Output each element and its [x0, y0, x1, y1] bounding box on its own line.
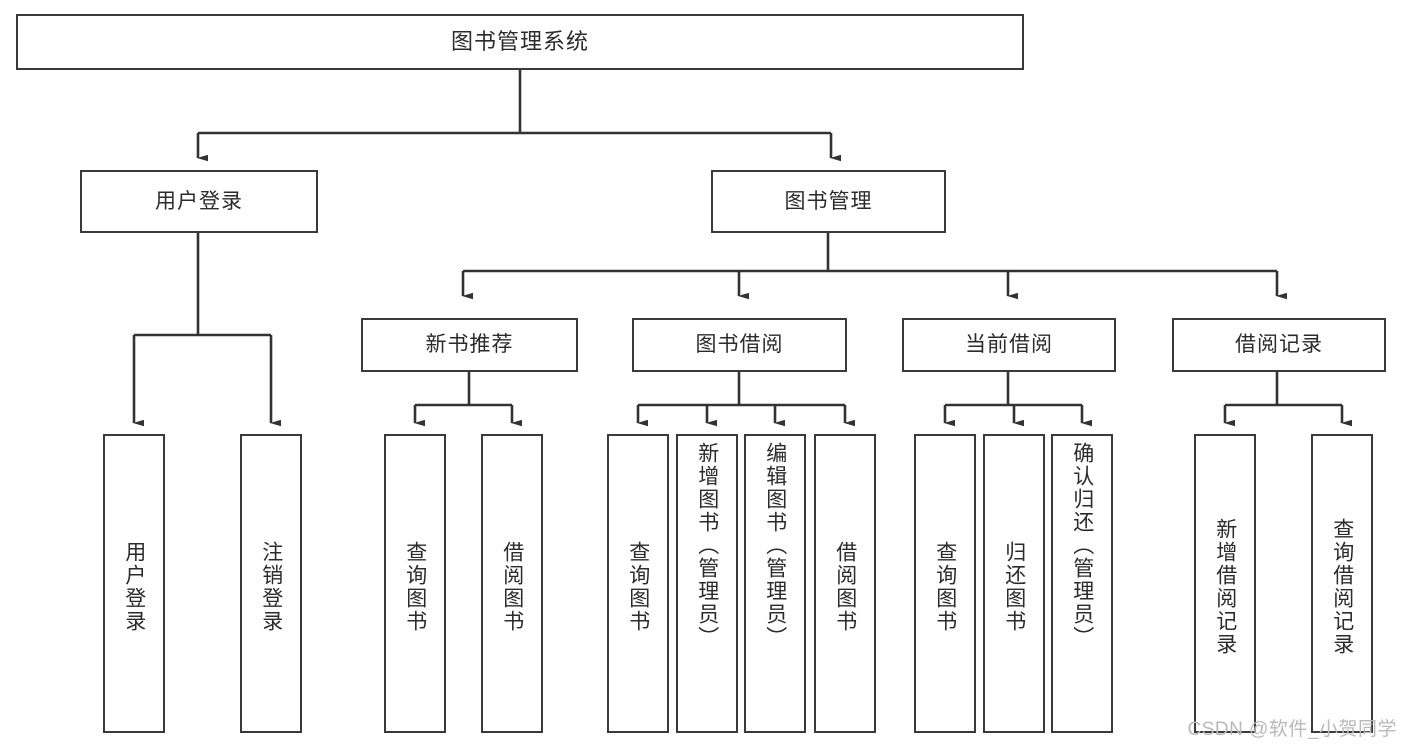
leaf-label: 借阅图书 [833, 540, 857, 633]
leaf-current-borrow-confirm-return[interactable]: 确认归还（管理员） [1051, 434, 1113, 733]
leaf-borrow-record-query[interactable]: 查询借阅记录 [1311, 434, 1373, 733]
watermark-text: CSDN @软件_小贺同学 [1187, 719, 1397, 740]
leaf-label: 查询图书 [626, 540, 650, 633]
leaf-label: 注销登录 [259, 540, 283, 633]
leaf-label: 查询图书 [933, 540, 957, 633]
leaf-label: 查询图书 [403, 540, 427, 633]
leaf-current-borrow-return[interactable]: 归还图书 [983, 434, 1045, 733]
node-book-borrow[interactable]: 图书借阅 [632, 318, 847, 372]
leaf-new-book-borrow[interactable]: 借阅图书 [481, 434, 543, 733]
leaf-label: 查询借阅记录 [1330, 517, 1354, 656]
leaf-label: 编辑图书（管理员） [763, 442, 787, 649]
leaf-book-borrow-query[interactable]: 查询图书 [607, 434, 669, 733]
leaf-new-book-query[interactable]: 查询图书 [384, 434, 446, 733]
leaf-label: 确认归还（管理员） [1070, 442, 1094, 649]
leaf-book-borrow-add[interactable]: 新增图书（管理员） [676, 434, 738, 733]
node-user-login[interactable]: 用户登录 [80, 170, 318, 233]
leaf-label: 新增借阅记录 [1213, 517, 1237, 656]
leaf-borrow-record-add[interactable]: 新增借阅记录 [1194, 434, 1256, 733]
node-root-system[interactable]: 图书管理系统 [16, 14, 1024, 70]
node-new-book-recommend[interactable]: 新书推荐 [361, 318, 578, 372]
node-current-borrow[interactable]: 当前借阅 [902, 318, 1116, 372]
leaf-label: 借阅图书 [500, 540, 524, 633]
node-borrow-record[interactable]: 借阅记录 [1172, 318, 1386, 372]
leaf-label: 归还图书 [1002, 540, 1026, 633]
leaf-book-borrow-edit[interactable]: 编辑图书（管理员） [744, 434, 806, 733]
leaf-label: 用户登录 [122, 540, 146, 633]
leaf-label: 新增图书（管理员） [695, 442, 719, 649]
leaf-book-borrow-borrow[interactable]: 借阅图书 [814, 434, 876, 733]
node-book-management[interactable]: 图书管理 [711, 170, 946, 233]
leaf-user-login-logout[interactable]: 注销登录 [240, 434, 302, 733]
leaf-current-borrow-query[interactable]: 查询图书 [914, 434, 976, 733]
leaf-user-login-login[interactable]: 用户登录 [103, 434, 165, 733]
